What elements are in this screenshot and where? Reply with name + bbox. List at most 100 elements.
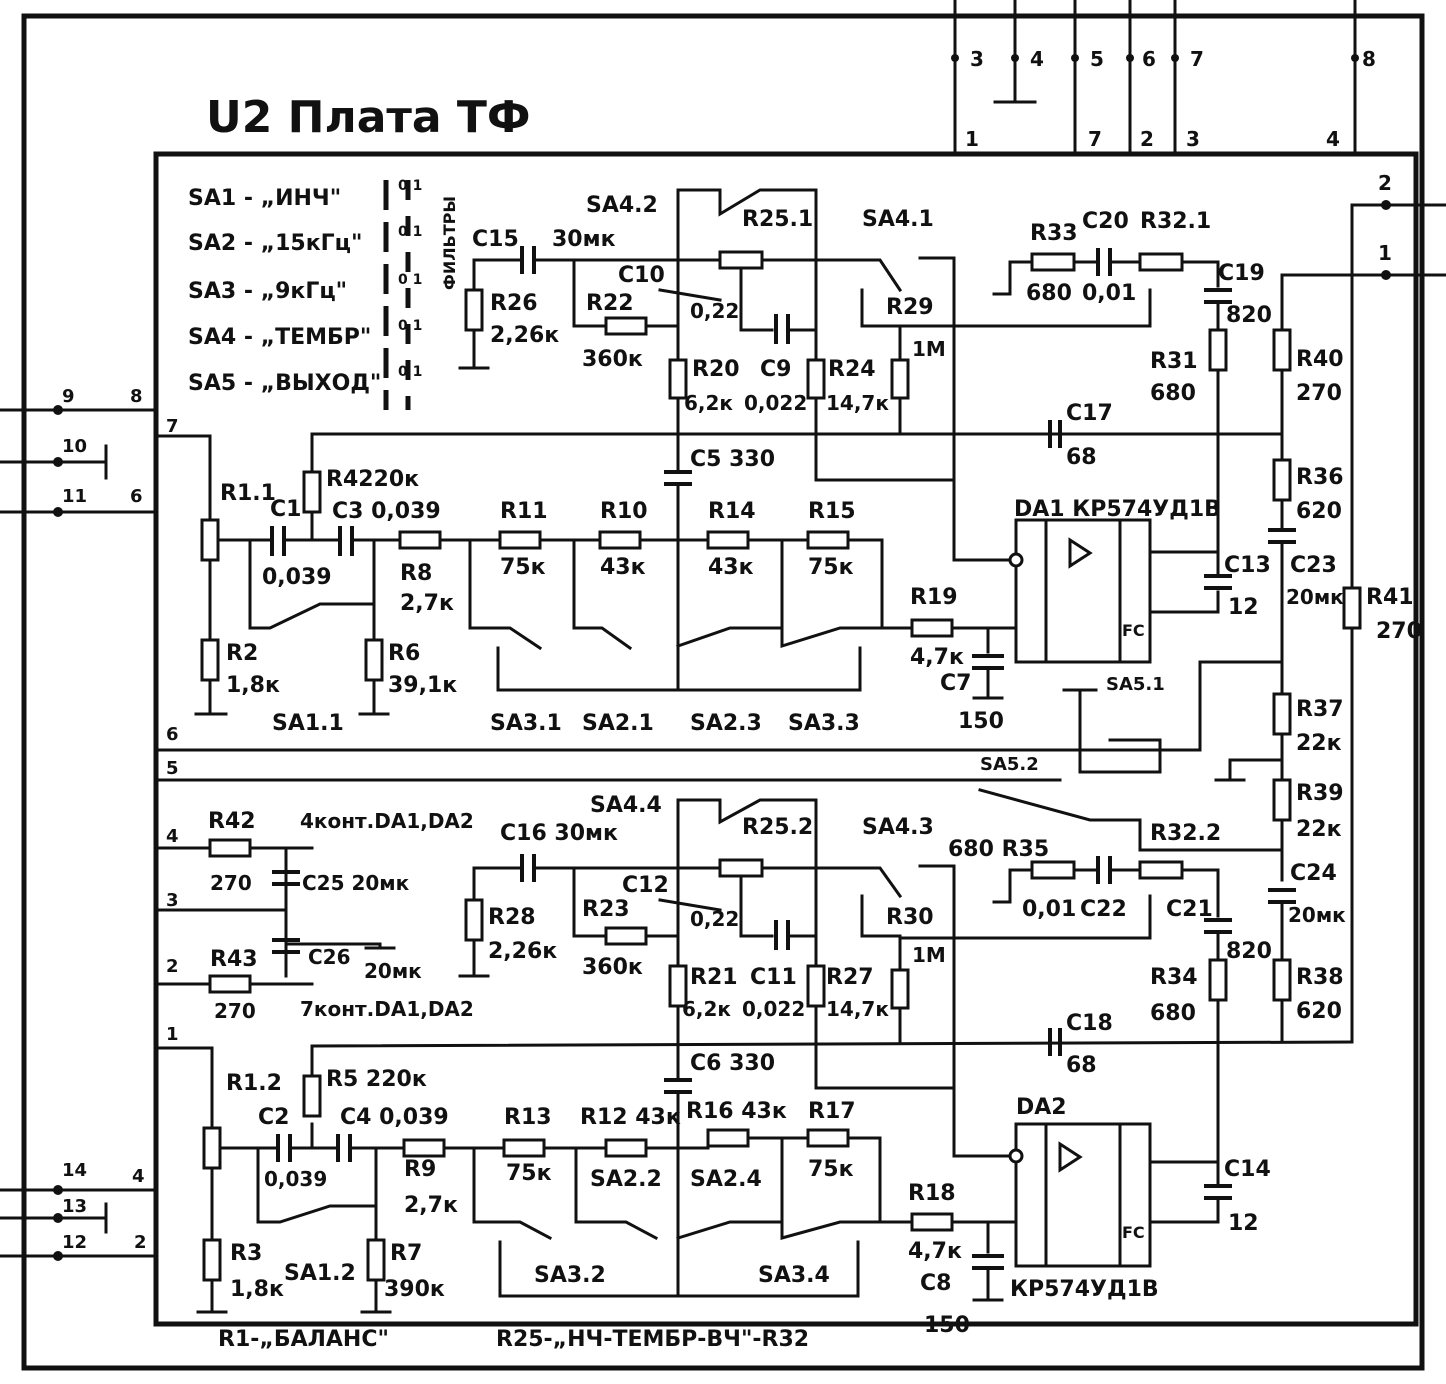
label-sa3-1: SA3.1 xyxy=(490,711,562,736)
label-r20-value: 6,2к xyxy=(684,391,733,415)
label-r36-value: 620 xyxy=(1296,499,1342,524)
top-inner-pin-1: 1 xyxy=(965,127,979,151)
legend-sa3: SA3 - „9кГц" xyxy=(188,279,347,304)
left-pin-2: 2 xyxy=(134,1232,147,1253)
label-r18: R18 xyxy=(908,1181,956,1206)
legend-sa4: SA4 - „ТЕМБР" xyxy=(188,325,371,350)
label-r29: R29 xyxy=(886,295,934,320)
label-note-7: 7конт.DA1,DA2 xyxy=(300,997,474,1021)
label-c21: C21 xyxy=(1166,897,1213,922)
label-r9-value: 2,7к xyxy=(404,1193,458,1218)
label-c18: C18 xyxy=(1066,1011,1113,1036)
label-c20-value: 0,01 xyxy=(1082,281,1136,306)
label-sa3-4: SA3.4 xyxy=(758,1263,830,1288)
label-r10-value: 43к xyxy=(600,555,646,580)
label-r38-value: 620 xyxy=(1296,999,1342,1024)
switch-legend: SA1 - „ИНЧ" SA2 - „15кГц" SA3 - „9кГц" S… xyxy=(188,178,459,410)
label-r32-1: R32.1 xyxy=(1140,209,1211,234)
label-sa5-2: SA5.2 xyxy=(980,754,1039,775)
top-pin-7: 7 xyxy=(1190,47,1204,71)
label-r31-value: 680 xyxy=(1150,381,1196,406)
label-sa2-2: SA2.2 xyxy=(590,1167,662,1192)
label-r16: R16 43к xyxy=(686,1099,787,1124)
legend-sa5: SA5 - „ВЫХОД" xyxy=(188,371,381,396)
right-pin-2: 2 xyxy=(1378,171,1392,195)
label-c22: C22 xyxy=(1080,897,1127,922)
label-r21-value: 6,2к xyxy=(682,997,731,1021)
label-r40: R40 xyxy=(1296,347,1344,372)
left-edge-connections: 9 8 10 11 6 14 4 13 12 2 xyxy=(0,386,158,1261)
label-r6: R6 xyxy=(388,641,420,666)
label-r27: R27 xyxy=(826,965,874,990)
legend-sa2: SA2 - „15кГц" xyxy=(188,231,362,256)
legend-group-label: ФИЛЬТРЫ xyxy=(440,196,459,290)
label-r39-value: 22к xyxy=(1296,817,1342,842)
label-da1-fc: FC xyxy=(1122,621,1145,640)
label-r23-value: 360к xyxy=(582,955,643,980)
label-sa1-1: SA1.1 xyxy=(272,711,344,736)
label-c25: C25 20мк xyxy=(302,871,410,895)
inner-terminals: 7 6 5 4 3 2 1 xyxy=(166,416,179,1045)
label-c16: C16 30мк xyxy=(500,821,618,846)
label-r31: R31 xyxy=(1150,349,1198,374)
label-r42: R42 xyxy=(208,809,256,834)
lower-channel-wiring xyxy=(154,788,1354,1314)
label-r35: 680 R35 xyxy=(948,837,1049,862)
label-r23: R23 xyxy=(582,897,630,922)
left-pin-13: 13 xyxy=(62,1196,87,1217)
label-c4: C4 0,039 xyxy=(340,1105,449,1130)
top-pin-4: 4 xyxy=(1030,47,1044,71)
label-r25-1: R25.1 xyxy=(742,207,813,232)
label-da2-fc: FC xyxy=(1122,1223,1145,1242)
label-c12-value: 0,22 xyxy=(690,907,739,931)
label-r34-value: 680 xyxy=(1150,1001,1196,1026)
label-sa1-2: SA1.2 xyxy=(284,1261,356,1286)
label-c2-value: 0,039 xyxy=(264,1167,327,1191)
label-c17-value: 68 xyxy=(1066,445,1097,470)
top-connector: 3 4 5 6 7 8 1 7 2 3 4 xyxy=(951,0,1376,152)
label-r29-value: 1М xyxy=(912,337,946,361)
top-pin-6: 6 xyxy=(1142,47,1156,71)
label-c7: C7 xyxy=(940,671,971,696)
label-r7: R7 xyxy=(390,1241,422,1266)
label-r26: R26 xyxy=(490,291,538,316)
label-c19-value: 820 xyxy=(1226,303,1272,328)
label-r8: R8 xyxy=(400,561,432,586)
inner-pin-1: 1 xyxy=(166,1024,179,1045)
label-r15-value: 75к xyxy=(808,555,854,580)
label-r37: R37 xyxy=(1296,697,1344,722)
label-note-4: 4конт.DA1,DA2 xyxy=(300,809,474,833)
shield-frame xyxy=(153,151,1419,1327)
label-r15: R15 xyxy=(808,499,856,524)
label-sa5-1: SA5.1 xyxy=(1106,674,1165,695)
label-r13: R13 xyxy=(504,1105,552,1130)
label-r18-value: 4,7к xyxy=(908,1239,962,1264)
label-da2-part: КР574УД1В xyxy=(1010,1277,1159,1302)
label-c3: C3 0,039 xyxy=(332,499,441,524)
label-r2-value: 1,8к xyxy=(226,673,280,698)
label-c2: C2 xyxy=(258,1105,289,1130)
label-sa4-2: SA4.2 xyxy=(586,193,658,218)
label-c24: C24 xyxy=(1290,861,1337,886)
label-r33: R33 xyxy=(1030,221,1078,246)
label-r14: R14 xyxy=(708,499,756,524)
top-inner-pin-2: 2 xyxy=(1140,127,1154,151)
top-inner-pin-7: 7 xyxy=(1088,127,1102,151)
label-c23: C23 xyxy=(1290,553,1337,578)
label-r41-value: 270 xyxy=(1376,619,1422,644)
label-r12: R12 43к xyxy=(580,1105,681,1130)
label-c14: C14 xyxy=(1224,1157,1271,1182)
label-c7-value: 150 xyxy=(958,709,1004,734)
label-r2: R2 xyxy=(226,641,258,666)
label-r27-value: 14,7к xyxy=(826,997,889,1021)
label-c9: C9 xyxy=(760,357,791,382)
label-r37-value: 22к xyxy=(1296,731,1342,756)
top-inner-pin-3: 3 xyxy=(1186,127,1200,151)
board-frames xyxy=(21,13,1425,1371)
label-r19: R19 xyxy=(910,585,958,610)
label-r10: R10 xyxy=(600,499,648,524)
label-c12: C12 xyxy=(622,873,669,898)
label-r30-value: 1М xyxy=(912,943,946,967)
inner-pin-3: 3 xyxy=(166,890,179,911)
label-r28-value: 2,26к xyxy=(488,939,557,964)
